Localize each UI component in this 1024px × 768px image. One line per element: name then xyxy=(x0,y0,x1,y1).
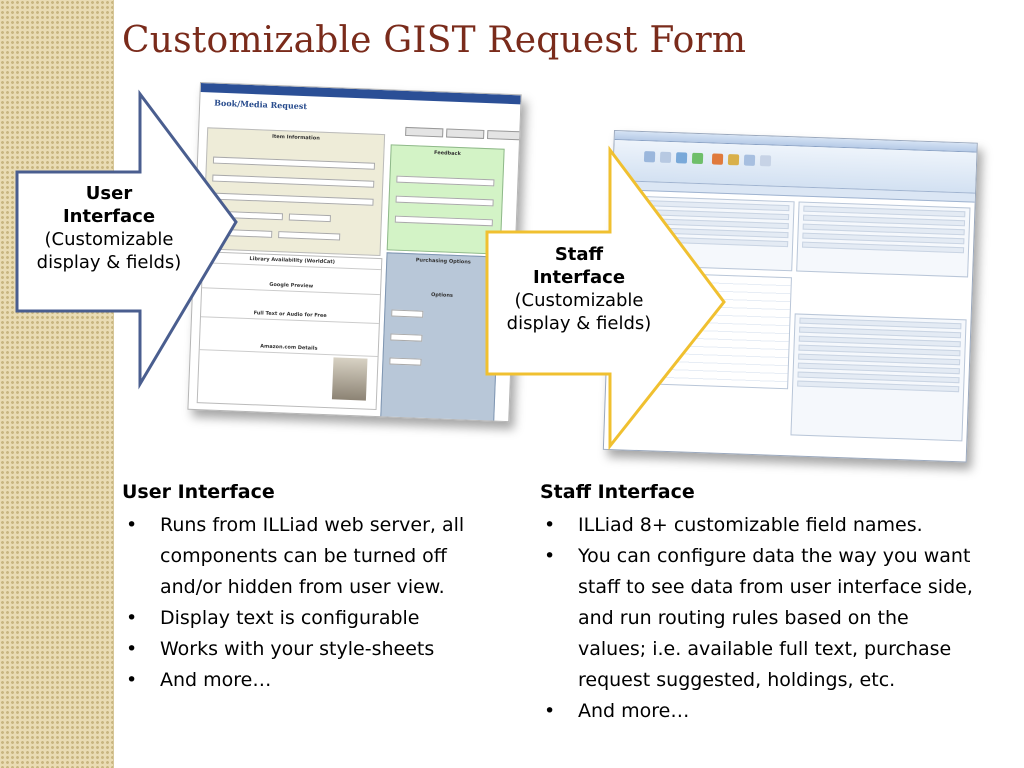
bullet-item: Works with your style-sheets xyxy=(122,634,500,665)
callout-line: Staff xyxy=(554,244,604,265)
bullet-list: ILLiad 8+ customizable field names. You … xyxy=(540,510,980,727)
callout-line: User xyxy=(85,183,133,204)
bullet-item: Runs from ILLiad web server, all compone… xyxy=(122,510,500,603)
staff-interface-callout-text: Staff Interface (Customizable display & … xyxy=(489,243,669,335)
bullet-item: And more… xyxy=(540,696,980,727)
callout-line: (Customizable xyxy=(514,290,644,311)
staff-interface-column: Staff Interface ILLiad 8+ customizable f… xyxy=(540,480,980,727)
bullet-item: And more… xyxy=(122,665,500,696)
callout-line: display & fields) xyxy=(506,313,652,334)
callout-line: Interface xyxy=(62,206,156,227)
bullet-item: Display text is configurable xyxy=(122,603,500,634)
callout-line: (Customizable xyxy=(44,229,174,250)
bullet-item: ILLiad 8+ customizable field names. xyxy=(540,510,980,541)
bullet-list: Runs from ILLiad web server, all compone… xyxy=(122,510,500,696)
column-heading: Staff Interface xyxy=(540,481,695,503)
user-interface-callout-text: User Interface (Customizable display & f… xyxy=(20,182,198,274)
callout-line: display & fields) xyxy=(36,252,182,273)
staff-interface-callout-arrow xyxy=(485,145,726,451)
callout-line: Interface xyxy=(532,267,626,288)
page-title: Customizable GIST Request Form xyxy=(122,20,747,61)
user-interface-column: User Interface Runs from ILLiad web serv… xyxy=(122,480,500,696)
user-interface-callout-arrow xyxy=(15,89,238,390)
decorative-sidebar xyxy=(0,0,114,768)
column-heading: User Interface xyxy=(122,481,275,503)
bullet-item: You can configure data the way you want … xyxy=(540,541,980,696)
